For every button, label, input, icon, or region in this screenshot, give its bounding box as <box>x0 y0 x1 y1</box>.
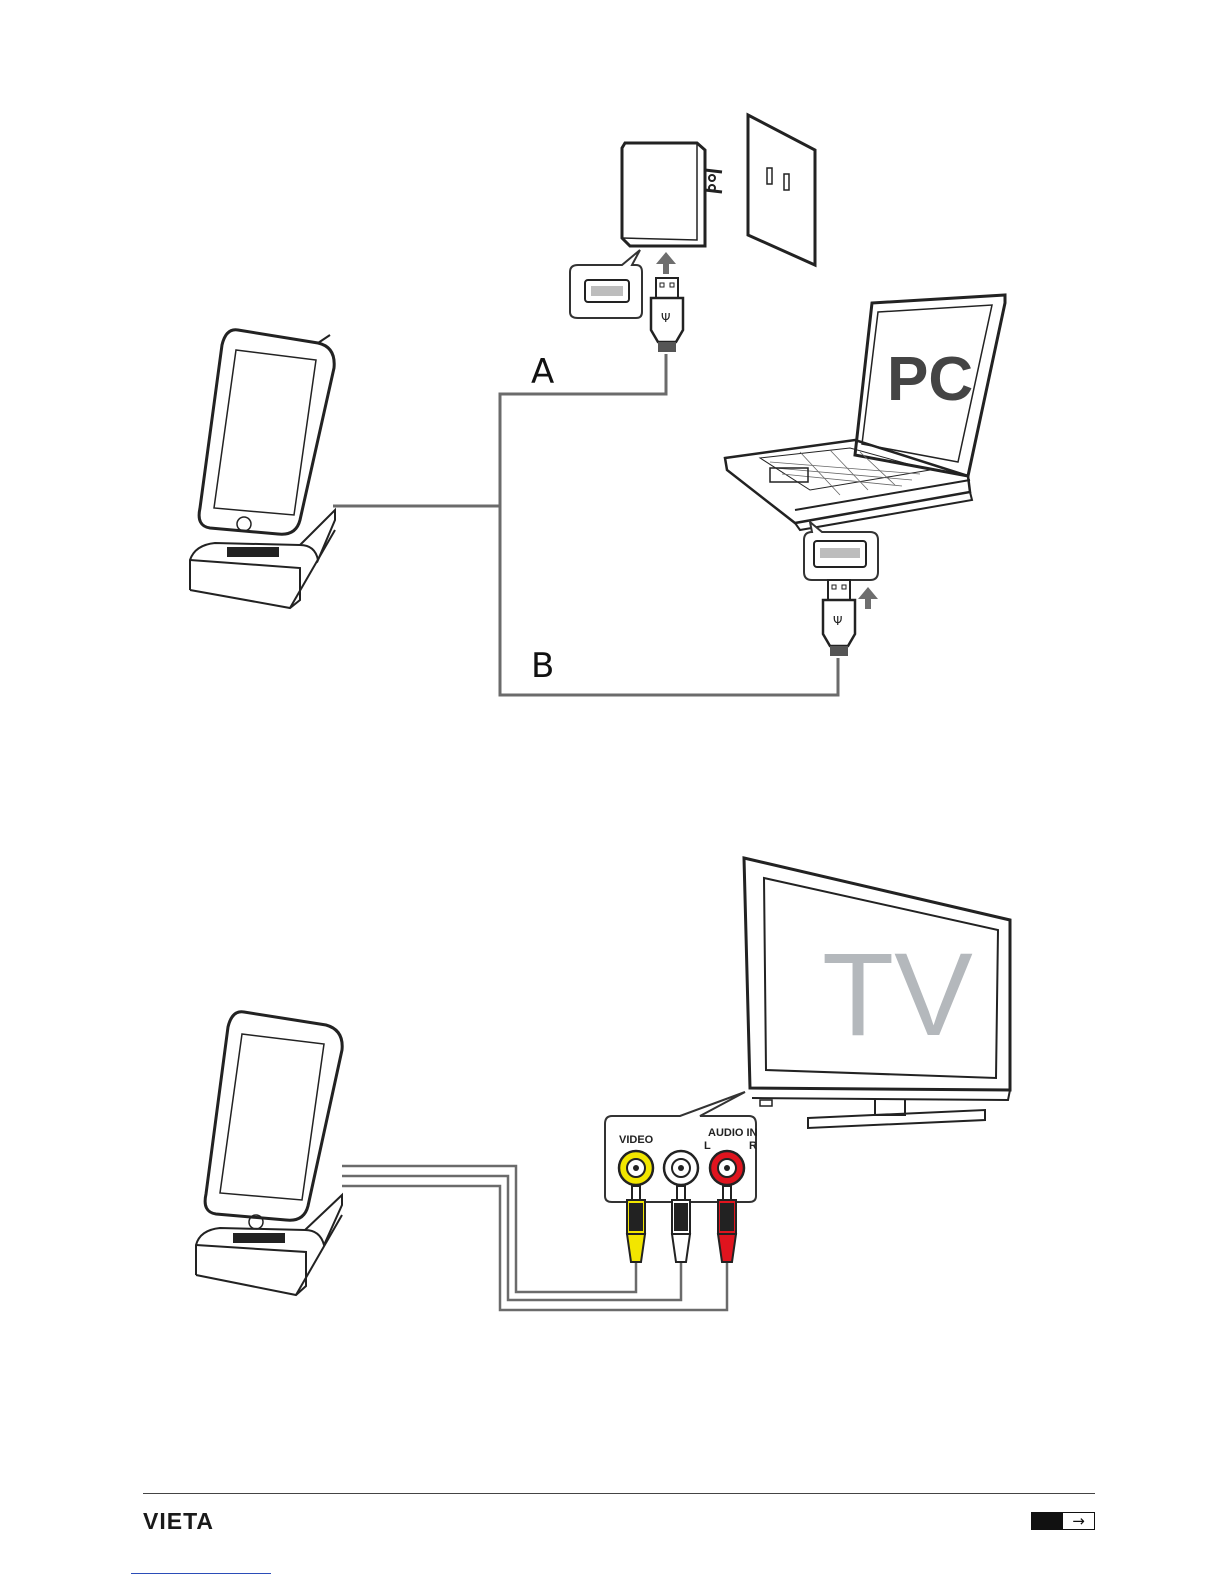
pc-label: PC <box>887 345 973 414</box>
audio-r-label: R <box>749 1140 757 1152</box>
tv-label: TV <box>822 929 973 1061</box>
up-arrow-icon <box>858 587 878 609</box>
usb-port-icon <box>570 250 642 318</box>
next-page-button[interactable]: → <box>1031 1512 1095 1530</box>
audio-r-jack <box>710 1151 744 1185</box>
bottom-link-underline[interactable] <box>131 1573 271 1574</box>
footer-divider <box>143 1493 1095 1494</box>
audio-l-jack <box>664 1151 698 1185</box>
player-dock-icon <box>196 1012 342 1295</box>
route-label-a: A <box>531 352 554 392</box>
video-jack <box>619 1151 653 1185</box>
usb-plug-icon: Ψ <box>651 278 683 352</box>
right-arrow-icon: → <box>1063 1513 1094 1529</box>
audio-in-label: AUDIO IN <box>708 1127 758 1139</box>
usb-cable <box>333 354 838 695</box>
brand-logo: VIETA <box>143 1508 214 1535</box>
power-adapter-icon <box>622 143 722 246</box>
usb-symbol: Ψ <box>661 311 670 325</box>
route-label-b: B <box>531 646 554 686</box>
usb-plug-icon: Ψ <box>823 580 855 656</box>
usb-symbol: Ψ <box>833 614 842 628</box>
figure-charging-connection: A B Ψ <box>190 115 1005 695</box>
usb-port-icon <box>804 522 878 580</box>
page-nav-fill <box>1032 1513 1063 1529</box>
video-port-label: VIDEO <box>619 1134 654 1146</box>
wall-outlet-icon <box>748 115 815 265</box>
audio-l-label: L <box>704 1140 711 1152</box>
figure-tv-connection: TV VIDEO AUDIO IN L R <box>196 858 1010 1310</box>
up-arrow-icon <box>656 252 676 274</box>
player-dock-icon <box>190 330 335 608</box>
